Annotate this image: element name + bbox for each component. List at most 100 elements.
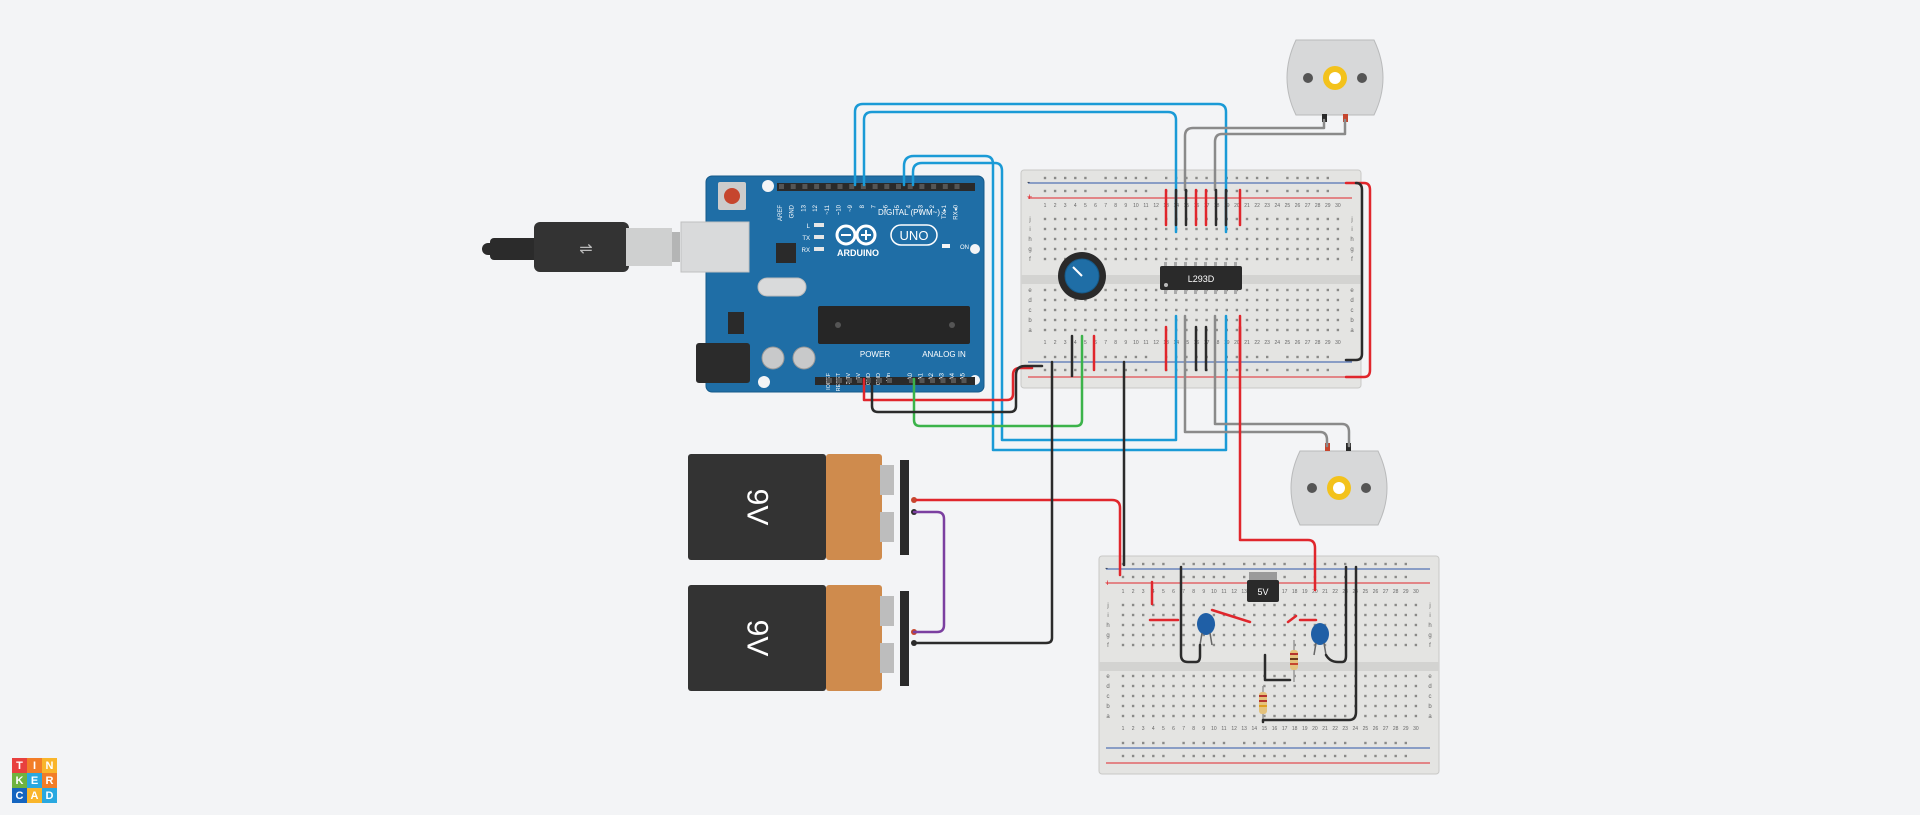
board-model-label: UNO bbox=[900, 228, 929, 243]
column-number: 9 bbox=[1124, 203, 1127, 209]
dc-motor-top[interactable] bbox=[1286, 39, 1384, 122]
column-number: 21 bbox=[1244, 203, 1250, 209]
column-number: 7 bbox=[1104, 203, 1107, 209]
column-number: 5 bbox=[1084, 340, 1087, 346]
pin-label: ~6 bbox=[883, 204, 889, 212]
column-number: 12 bbox=[1153, 203, 1159, 209]
row-letter: i bbox=[1029, 227, 1030, 233]
pin-label: 7 bbox=[872, 204, 878, 208]
column-number: 28 bbox=[1315, 203, 1321, 209]
column-number: 26 bbox=[1295, 203, 1301, 209]
row-letter: b bbox=[1106, 704, 1110, 710]
row-letter: b bbox=[1028, 318, 1032, 324]
column-number: 22 bbox=[1332, 726, 1338, 732]
column-number: 4 bbox=[1152, 589, 1155, 595]
resistor-upper[interactable] bbox=[1290, 640, 1298, 682]
column-number: 3 bbox=[1142, 589, 1145, 595]
column-number: 22 bbox=[1254, 203, 1260, 209]
column-number: 22 bbox=[1254, 340, 1260, 346]
pin-label: RX◂0 bbox=[954, 204, 960, 219]
pin-label: ~11 bbox=[825, 204, 831, 214]
pin-label: GND bbox=[790, 204, 796, 218]
pin-label: Vin bbox=[886, 373, 892, 381]
battery-voltage-label: 9V bbox=[741, 620, 774, 657]
column-number: 21 bbox=[1244, 340, 1250, 346]
pin-label: ~5 bbox=[895, 204, 901, 212]
capacitor-right[interactable] bbox=[1311, 623, 1329, 656]
column-number: 27 bbox=[1305, 203, 1311, 209]
column-number: 8 bbox=[1192, 589, 1195, 595]
dc-motor-bottom[interactable] bbox=[1290, 443, 1388, 526]
pin-label: 4 bbox=[907, 204, 913, 208]
voltage-regulator[interactable]: 5V bbox=[1247, 572, 1279, 602]
row-letter: g bbox=[1350, 247, 1353, 253]
column-number: 3 bbox=[1064, 203, 1067, 209]
column-number: 23 bbox=[1264, 203, 1270, 209]
usb-symbol-icon: ⇌ bbox=[579, 241, 592, 258]
row-letter: c bbox=[1429, 694, 1432, 700]
column-number: 3 bbox=[1064, 340, 1067, 346]
column-number: 18 bbox=[1292, 726, 1298, 732]
capacitor-left[interactable] bbox=[1197, 613, 1215, 646]
row-letter: e bbox=[1428, 674, 1432, 680]
row-letter: g bbox=[1106, 633, 1109, 639]
row-letter: j bbox=[1350, 217, 1352, 223]
column-number: 20 bbox=[1234, 203, 1240, 209]
arduino-uno-board[interactable]: UNO ARDUINO DIGITAL (PWM~) POWER ANALOG … bbox=[680, 175, 985, 393]
led-label: TX bbox=[802, 236, 810, 242]
column-number: 20 bbox=[1234, 340, 1240, 346]
column-number: 16 bbox=[1272, 726, 1278, 732]
pin-label: ~3 bbox=[918, 204, 924, 212]
row-letter: e bbox=[1350, 288, 1354, 294]
wires[interactable] bbox=[853, 102, 1372, 724]
column-number: 2 bbox=[1132, 589, 1135, 595]
row-letter: e bbox=[1106, 674, 1110, 680]
column-number: 13 bbox=[1241, 726, 1247, 732]
row-letter: i bbox=[1107, 613, 1108, 619]
motor-shaft-icon bbox=[1323, 66, 1347, 90]
row-letter: c bbox=[1351, 308, 1354, 314]
column-number: 27 bbox=[1383, 726, 1389, 732]
battery-9v-top[interactable]: 9V bbox=[688, 454, 917, 560]
digital-header-label: DIGITAL (PWM~) bbox=[878, 208, 940, 217]
row-letter: i bbox=[1351, 227, 1352, 233]
potentiometer[interactable] bbox=[1058, 252, 1106, 300]
power-pin-labels: IOREFRESET3.3V5VGNDGNDVin bbox=[826, 372, 892, 391]
column-number: 11 bbox=[1143, 340, 1148, 346]
column-number: 29 bbox=[1403, 589, 1409, 595]
column-number: 18 bbox=[1214, 340, 1220, 346]
column-number: 7 bbox=[1182, 589, 1185, 595]
row-letter: f bbox=[1351, 257, 1353, 263]
column-number: 24 bbox=[1275, 340, 1281, 346]
upper-rail-plus-label: + bbox=[1027, 192, 1032, 202]
column-number: 30 bbox=[1335, 340, 1341, 346]
column-number: 15 bbox=[1184, 340, 1190, 346]
row-letter: h bbox=[1106, 623, 1109, 629]
column-number: 24 bbox=[1275, 203, 1281, 209]
resistor-lower[interactable] bbox=[1259, 686, 1267, 722]
column-number: 28 bbox=[1315, 340, 1321, 346]
reset-button[interactable] bbox=[724, 188, 740, 204]
on-led-label: ON bbox=[960, 245, 969, 251]
power-analog-header[interactable] bbox=[815, 377, 975, 385]
led-label: L bbox=[807, 224, 811, 230]
usb-cable[interactable]: ⇌ bbox=[482, 222, 680, 272]
row-letter: j bbox=[1106, 603, 1108, 609]
column-number: 30 bbox=[1413, 726, 1419, 732]
column-number: 17 bbox=[1282, 726, 1288, 732]
pin-label: 13 bbox=[801, 204, 807, 211]
row-letter: b bbox=[1350, 318, 1354, 324]
logo-letter: I bbox=[27, 758, 42, 773]
battery-9v-bottom[interactable]: 9V bbox=[688, 585, 917, 691]
column-number: 8 bbox=[1192, 726, 1195, 732]
column-number: 20 bbox=[1312, 589, 1318, 595]
column-number: 24 bbox=[1353, 726, 1359, 732]
column-number: 12 bbox=[1231, 589, 1237, 595]
row-letter: d bbox=[1028, 298, 1031, 304]
l293d-motor-driver-chip[interactable]: L293D bbox=[1160, 262, 1242, 294]
